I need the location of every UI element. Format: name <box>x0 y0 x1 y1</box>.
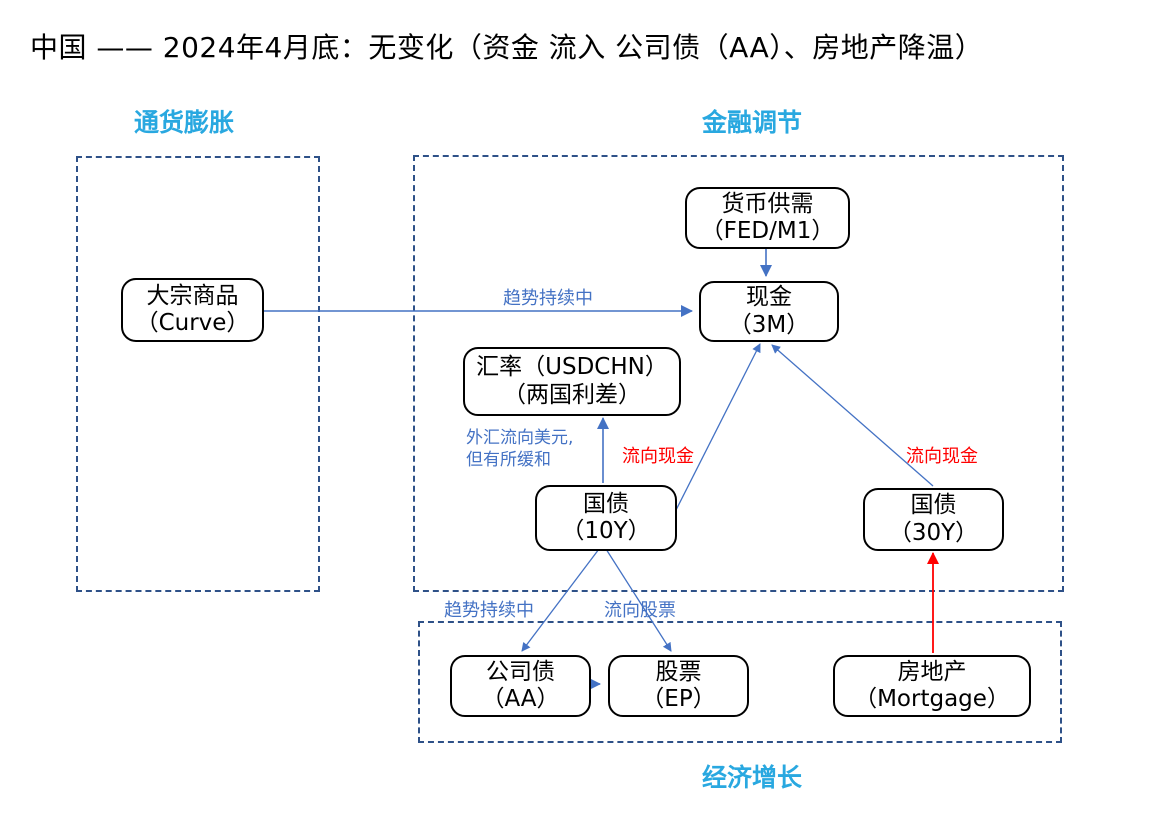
node-corp-bond: 公司债 （AA） <box>450 655 591 717</box>
node-commodity-label: 大宗商品 <box>146 282 239 309</box>
node-cash-label: 现金 <box>746 284 792 311</box>
edge-label-fx-flow-line2: 但有所缓和 <box>466 450 551 471</box>
node-commodity-sublabel: （Curve） <box>135 310 250 336</box>
node-real-estate-label: 房地产 <box>897 658 967 685</box>
node-bond-30y: 国债 （30Y） <box>863 488 1004 551</box>
node-bond-10y-label: 国债 <box>583 490 629 517</box>
arrow-bond10-to-cash <box>672 343 761 517</box>
node-cash-sublabel: （3M） <box>728 311 810 338</box>
node-bond-30y-sublabel: （30Y） <box>888 519 979 546</box>
arrow-bond10-to-corp-bond <box>521 548 600 652</box>
section-label-finance: 金融调节 <box>702 108 803 137</box>
edge-label-trend-continuing-bottom: 趋势持续中 <box>444 600 534 621</box>
node-real-estate: 房地产 （Mortgage） <box>833 655 1031 717</box>
node-corp-bond-sublabel: （AA） <box>481 686 560 712</box>
node-corp-bond-label: 公司债 <box>486 658 555 685</box>
node-commodity: 大宗商品 （Curve） <box>121 278 264 342</box>
node-fx-rate-label: 汇率（USDCHN） <box>476 354 668 381</box>
page-title: 中国 —— 2024年4月底：无变化（资金 流入 公司债（AA）、房地产降温） <box>30 31 984 64</box>
node-fx-rate-sublabel: （两国利差） <box>503 381 641 408</box>
node-cash: 现金 （3M） <box>699 281 839 342</box>
arrow-bond30-to-cash <box>771 344 934 487</box>
finance-section-box <box>413 155 1064 592</box>
inflation-section-box <box>76 156 320 592</box>
node-money-supply-sublabel: （FED/M1） <box>700 218 835 244</box>
edge-label-flow-to-stock: 流向股票 <box>604 600 676 621</box>
growth-section-box <box>418 621 1062 743</box>
edge-label-fx-flow-line1: 外汇流向美元, <box>466 428 574 448</box>
edge-label-flow-to-cash-left: 流向现金 <box>622 446 694 467</box>
arrow-bond10-to-stock <box>605 548 672 652</box>
node-bond-30y-label: 国债 <box>910 492 957 519</box>
node-money-supply-label: 货币供需 <box>721 190 814 217</box>
section-label-inflation: 通货膨胀 <box>134 108 235 137</box>
node-real-estate-sublabel: （Mortgage） <box>854 686 1010 712</box>
node-money-supply: 货币供需 （FED/M1） <box>685 187 850 249</box>
node-stock-label: 股票 <box>655 658 702 685</box>
edge-label-flow-to-cash-right: 流向现金 <box>906 446 978 467</box>
node-stock-sublabel: （EP） <box>641 686 716 712</box>
edge-label-trend-continuing-top: 趋势持续中 <box>503 288 593 309</box>
node-bond-10y-sublabel: （10Y） <box>561 518 651 544</box>
node-bond-10y: 国债 （10Y） <box>535 485 677 551</box>
edge-label-fx-flow-to-usd: 外汇流向美元, 但有所缓和 <box>466 427 573 471</box>
node-stock: 股票 （EP） <box>608 655 749 717</box>
node-fx-rate: 汇率（USDCHN） （两国利差） <box>463 347 681 416</box>
section-label-growth: 经济增长 <box>702 763 803 792</box>
